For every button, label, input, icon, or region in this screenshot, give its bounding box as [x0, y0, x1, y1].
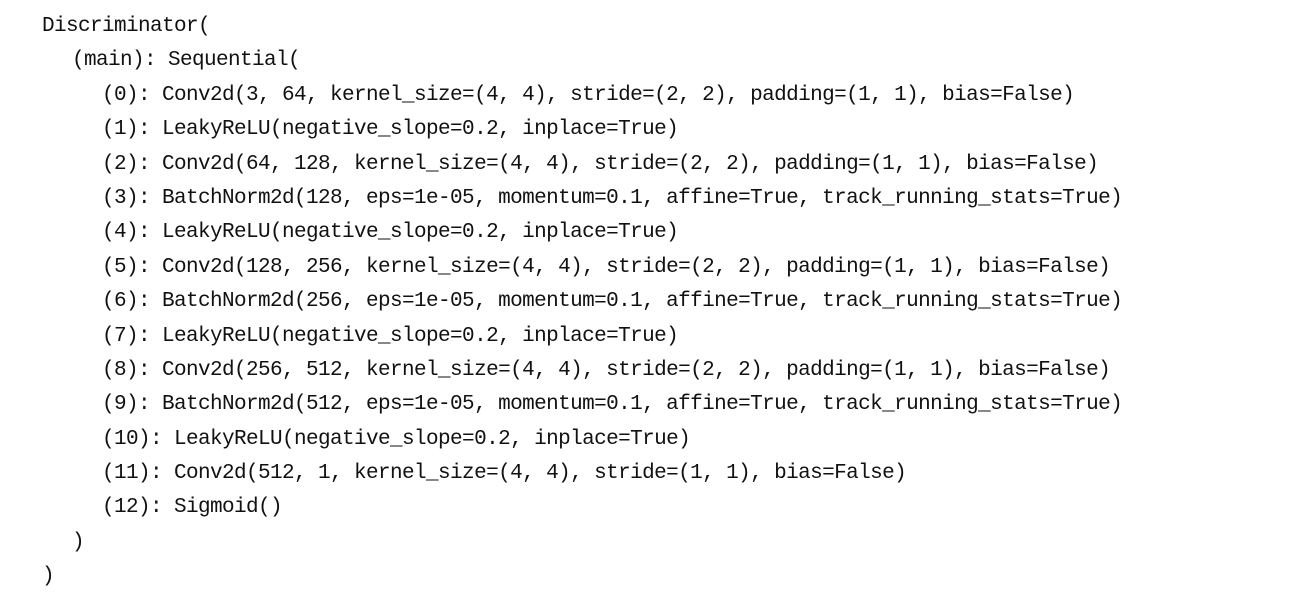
code-line-layer-6: (6): BatchNorm2d(256, eps=1e-05, momentu… — [102, 290, 1123, 314]
code-line-layer-11: (11): Conv2d(512, 1, kernel_size=(4, 4),… — [102, 462, 907, 486]
code-line-sequential-close: ) — [72, 530, 85, 554]
code-line-layer-10: (10): LeakyReLU(negative_slope=0.2, inpl… — [102, 427, 691, 451]
code-line-layer-4: (4): LeakyReLU(negative_slope=0.2, inpla… — [102, 221, 679, 245]
code-line-layer-7: (7): LeakyReLU(negative_slope=0.2, inpla… — [102, 324, 679, 348]
code-line-sequential-header: (main): Sequential( — [72, 49, 301, 73]
code-line-layer-12: (12): Sigmoid() — [102, 496, 283, 520]
code-line-layer-8: (8): Conv2d(256, 512, kernel_size=(4, 4)… — [102, 358, 1111, 382]
code-line-class-close: ) — [42, 565, 55, 589]
code-line-layer-9: (9): BatchNorm2d(512, eps=1e-05, momentu… — [102, 393, 1123, 417]
code-line-layer-1: (1): LeakyReLU(negative_slope=0.2, inpla… — [102, 118, 679, 142]
code-line-layer-2: (2): Conv2d(64, 128, kernel_size=(4, 4),… — [102, 152, 1099, 176]
code-line-layer-3: (3): BatchNorm2d(128, eps=1e-05, momentu… — [102, 186, 1123, 210]
model-printout: Discriminator( (main): Sequential( (0): Co… — [42, 10, 1123, 595]
code-line-layer-5: (5): Conv2d(128, 256, kernel_size=(4, 4)… — [102, 255, 1111, 279]
code-line-layer-0: (0): Conv2d(3, 64, kernel_size=(4, 4), s… — [102, 83, 1075, 107]
code-line-class-header: Discriminator( — [42, 15, 211, 38]
